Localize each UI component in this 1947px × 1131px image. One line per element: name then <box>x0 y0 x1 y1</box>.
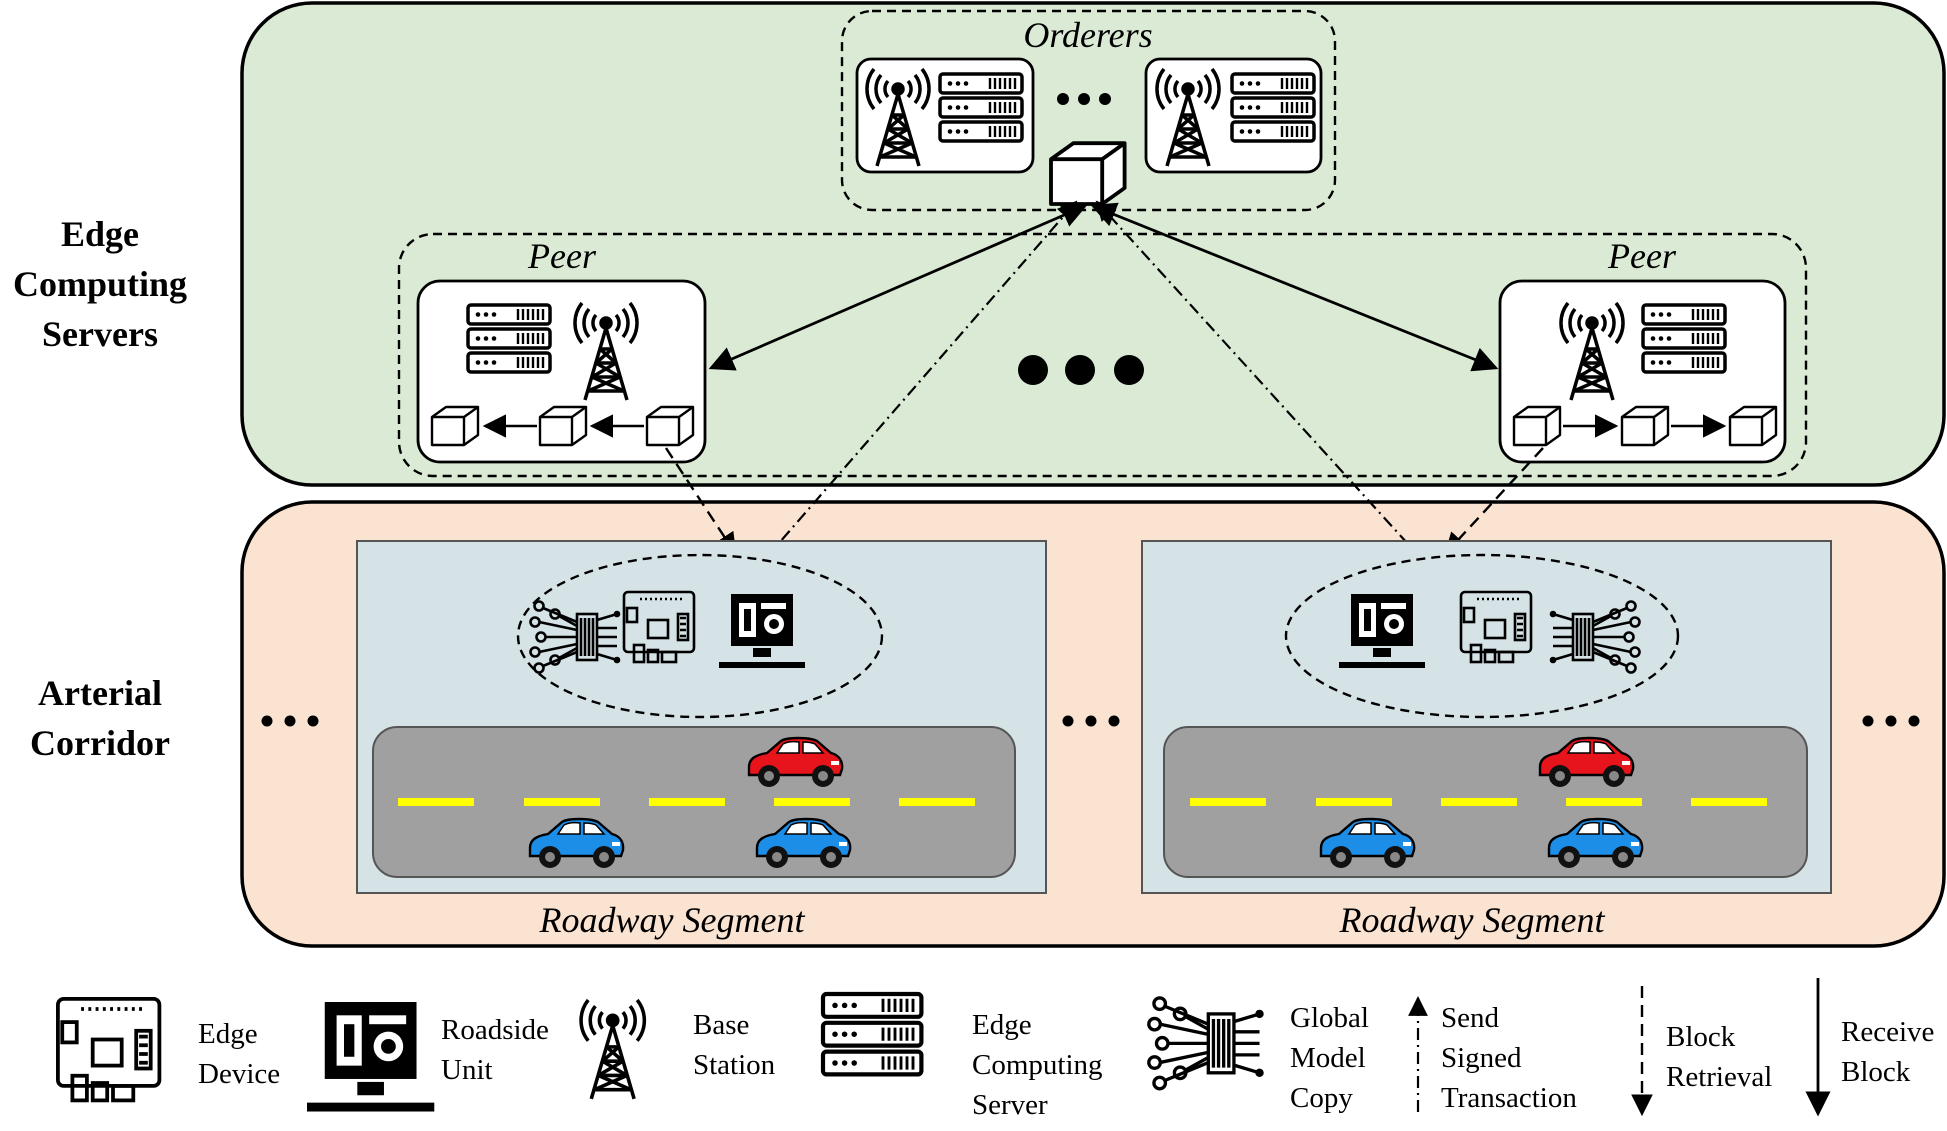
server-icon <box>1230 72 1316 143</box>
ellipsis-icon <box>1018 355 1144 385</box>
receive-block-arrow <box>1090 202 1499 372</box>
send-transaction-arrow <box>1095 200 1409 545</box>
ellipsis-icon <box>1057 93 1111 105</box>
block-icon <box>1512 405 1562 447</box>
edge-device-icon <box>56 997 162 1103</box>
arterial-corridor-label: Arterial Corridor <box>30 673 170 763</box>
segment-label-right: Roadway Segment <box>1339 900 1606 940</box>
block-icon <box>645 405 695 447</box>
receive-block-arrow <box>708 203 1088 371</box>
block-icon <box>430 405 480 447</box>
block-icon <box>1728 405 1778 447</box>
segment-label-left: Roadway Segment <box>539 900 806 940</box>
global-model-icon <box>1147 996 1264 1091</box>
roadway-segment-right <box>1141 540 1832 894</box>
server-icon <box>466 303 552 374</box>
block-retrieval-arrow <box>1444 447 1544 555</box>
roadway-segment-left <box>356 540 1047 894</box>
edge-computing-servers-label: Edge Computing Servers <box>12 214 188 354</box>
roadside-unit-icon <box>307 1002 435 1112</box>
block-retrieval-arrow <box>664 447 737 555</box>
orderers-label: Orderers <box>1023 15 1152 55</box>
base-station-icon <box>579 998 647 1101</box>
send-transaction-arrow <box>765 200 1078 559</box>
ellipsis-icon <box>261 715 1920 727</box>
server-icon <box>1641 303 1727 374</box>
peer-group <box>397 232 1808 478</box>
peer-left-label: Peer <box>527 236 597 276</box>
block-icon <box>1049 141 1127 206</box>
orderers-group <box>840 9 1337 212</box>
edge-server-icon <box>823 994 921 1074</box>
block-icon <box>538 405 588 447</box>
block-icon <box>1620 405 1670 447</box>
peer-right-label: Peer <box>1607 236 1677 276</box>
server-icon <box>938 72 1024 143</box>
